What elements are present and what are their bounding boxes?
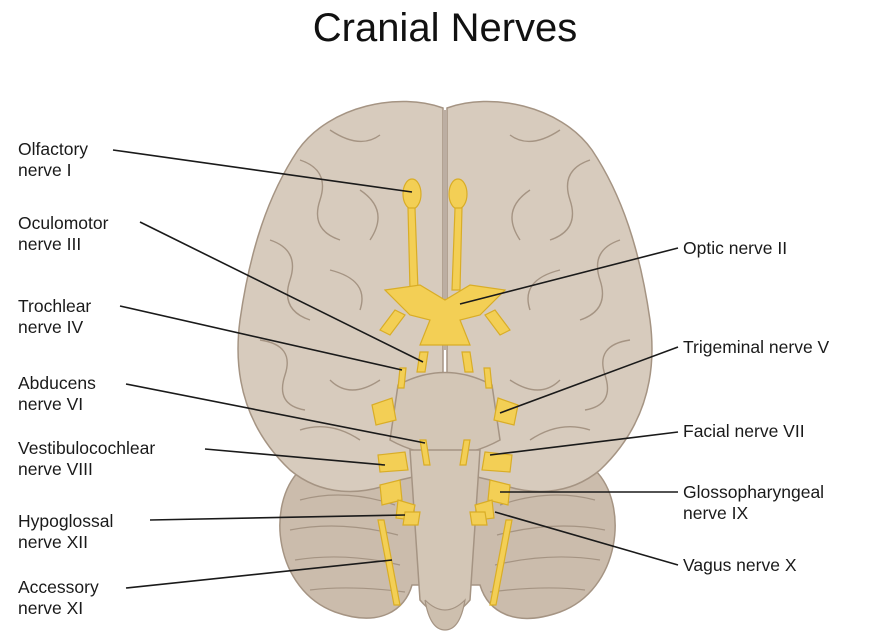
trigeminal-left (371, 397, 397, 426)
oculomotor-leader (139, 221, 424, 363)
right-hemisphere (446, 100, 653, 493)
olfactory-leader (112, 149, 413, 193)
label-glossopharyngeal: Glossopharyngeal nerve IX (683, 482, 825, 523)
label-facial: Facial nerve VII (683, 421, 805, 441)
label-trochlear: Trochlear nerve IV (18, 296, 92, 337)
vagus-leader (494, 511, 679, 566)
pons (389, 371, 501, 456)
optic-leader (459, 247, 679, 305)
label-vagus: Vagus nerve X (683, 555, 797, 575)
olfactory-bulb-left (402, 178, 422, 210)
trigeminal-leader (499, 346, 679, 414)
vestibulocochlear-leader (204, 448, 386, 466)
hypoglossal-leader (149, 514, 406, 521)
label-abducens: Abducens nerve VI (18, 373, 96, 414)
diagram-title: Cranial Nerves (312, 6, 578, 50)
label-vestibulocochlear: Vestibulocochlear nerve VIII (18, 438, 156, 479)
left-hemisphere (237, 100, 444, 493)
abducens-leader (125, 383, 426, 444)
label-optic: Optic nerve II (683, 238, 788, 258)
accessory-leader (125, 559, 393, 589)
medulla (409, 449, 481, 616)
olfactory-bulb-right (448, 178, 468, 210)
label-accessory: Accessory nerve XI (18, 577, 99, 618)
label-oculomotor: Oculomotor nerve III (18, 213, 109, 254)
facial-leader (489, 431, 679, 456)
trochlear-leader (119, 305, 403, 371)
label-olfactory: Olfactory nerve I (18, 139, 89, 180)
label-hypoglossal: Hypoglossal nerve XII (18, 511, 114, 552)
label-trigeminal: Trigeminal nerve V (683, 337, 830, 357)
